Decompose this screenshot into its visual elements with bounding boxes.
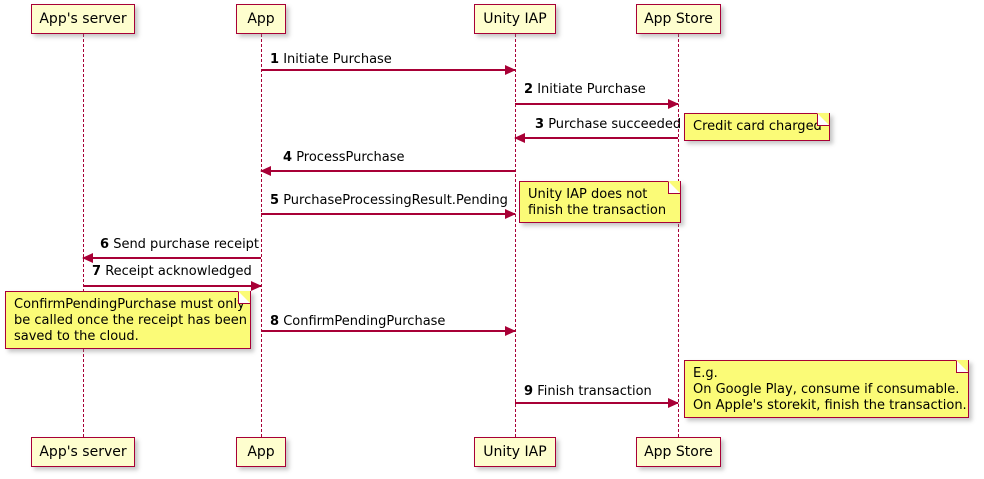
message-text: Receipt acknowledged — [105, 264, 252, 279]
participant-footer-app[interactable]: App — [236, 437, 286, 467]
message-number: 1 — [270, 52, 280, 67]
participant-label: App — [247, 11, 275, 27]
note-unity-pending: Unity IAP does not finish the transactio… — [519, 181, 681, 223]
message-label-7: 7 Receipt acknowledged — [92, 265, 252, 278]
message-label-3: 3 Purchase succeeded — [535, 118, 681, 131]
participant-header-appstore[interactable]: App Store — [636, 4, 721, 34]
message-text: Initiate Purchase — [283, 52, 392, 67]
message-arrow-6 — [82, 253, 261, 263]
message-label-5: 5 PurchaseProcessingResult.Pending — [270, 194, 508, 207]
participant-label: App's server — [39, 444, 127, 460]
message-text: Initiate Purchase — [537, 82, 646, 97]
message-arrow-3 — [514, 133, 678, 143]
message-label-6: 6 Send purchase receipt — [100, 238, 259, 251]
participant-header-server[interactable]: App's server — [31, 4, 135, 34]
message-label-9: 9 Finish transaction — [524, 385, 652, 398]
note-fold-corner-icon — [238, 291, 250, 304]
note-fold-corner-icon — [668, 181, 680, 194]
lifeline-appstore — [678, 34, 679, 437]
message-arrow-5 — [261, 209, 516, 219]
message-label-2: 2 Initiate Purchase — [524, 83, 646, 96]
arrow-head-icon — [668, 398, 679, 408]
participant-label: App Store — [644, 11, 713, 27]
message-text: PurchaseProcessingResult.Pending — [283, 193, 508, 208]
participant-footer-server[interactable]: App's server — [31, 437, 135, 467]
lifeline-server — [83, 34, 84, 437]
lifeline-app — [261, 34, 262, 437]
note-text: Credit card charged — [693, 119, 822, 134]
note-text: Unity IAP does not finish the transactio… — [528, 187, 667, 218]
participant-header-app[interactable]: App — [236, 4, 286, 34]
arrow-head-icon — [505, 65, 516, 75]
message-text: Send purchase receipt — [113, 237, 260, 252]
participant-header-unityiap[interactable]: Unity IAP — [474, 4, 556, 34]
participant-label: App's server — [39, 11, 127, 27]
message-number: 3 — [535, 117, 545, 132]
note-text: E.g. On Google Play, consume if consumab… — [693, 366, 967, 413]
message-text: ProcessPurchase — [296, 150, 405, 165]
message-number: 7 — [92, 264, 102, 279]
message-number: 8 — [270, 314, 280, 329]
arrow-head-icon — [668, 99, 679, 109]
message-label-8: 8 ConfirmPendingPurchase — [270, 315, 445, 328]
message-number: 5 — [270, 193, 280, 208]
message-number: 4 — [283, 150, 293, 165]
participant-footer-unityiap[interactable]: Unity IAP — [474, 437, 556, 467]
arrow-head-icon — [505, 209, 516, 219]
message-arrow-1 — [261, 65, 516, 75]
lifeline-unityiap — [515, 34, 516, 437]
arrow-head-icon — [514, 133, 525, 143]
message-arrow-2 — [515, 99, 679, 109]
participant-label: Unity IAP — [483, 444, 547, 460]
note-fold-corner-icon — [817, 113, 829, 126]
message-arrow-8 — [261, 326, 516, 336]
participant-footer-appstore[interactable]: App Store — [636, 437, 721, 467]
message-arrow-9 — [515, 398, 679, 408]
message-arrow-4 — [260, 166, 515, 176]
note-fold-corner-icon — [956, 360, 968, 373]
message-label-4: 4 ProcessPurchase — [283, 151, 405, 164]
message-arrow-7 — [83, 281, 262, 291]
message-number: 2 — [524, 82, 534, 97]
message-text: ConfirmPendingPurchase — [283, 314, 446, 329]
message-text: Finish transaction — [537, 384, 652, 399]
note-confirm-pending: ConfirmPendingPurchase must only be call… — [5, 291, 251, 349]
participant-label: App — [247, 444, 275, 460]
note-finish-example: E.g. On Google Play, consume if consumab… — [684, 360, 969, 418]
arrow-head-icon — [82, 253, 93, 263]
arrow-head-icon — [505, 326, 516, 336]
message-label-1: 1 Initiate Purchase — [270, 53, 392, 66]
participant-label: Unity IAP — [483, 11, 547, 27]
arrow-head-icon — [260, 166, 271, 176]
message-text: Purchase succeeded — [548, 117, 682, 132]
note-text: ConfirmPendingPurchase must only be call… — [14, 297, 247, 344]
participant-label: App Store — [644, 444, 713, 460]
message-number: 6 — [100, 237, 110, 252]
message-number: 9 — [524, 384, 534, 399]
note-credit-card: Credit card charged — [684, 113, 830, 141]
arrow-head-icon — [251, 281, 262, 291]
